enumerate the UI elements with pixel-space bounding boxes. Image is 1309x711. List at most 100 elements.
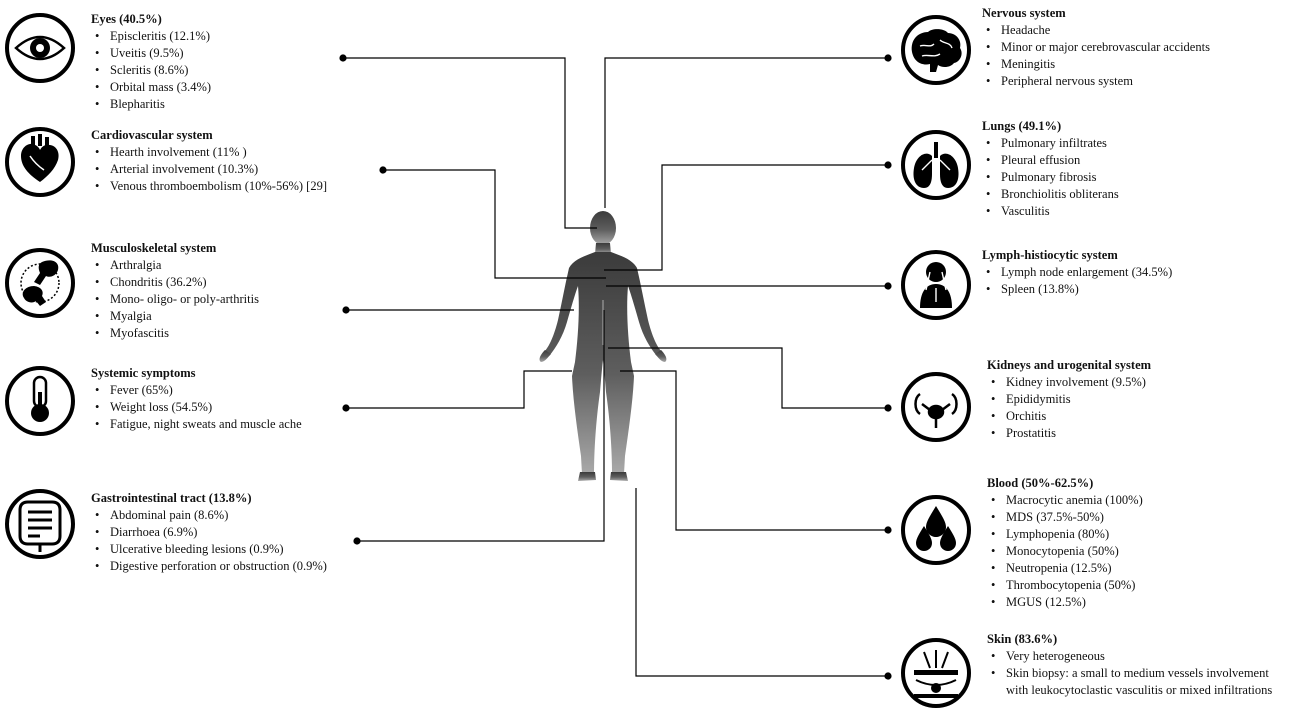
list-item: Arterial involvement (10.3%) — [91, 161, 327, 178]
lungs-block: Lungs (49.1%) Pulmonary infiltratesPleur… — [982, 118, 1119, 220]
list-item: Epididymitis — [987, 391, 1151, 408]
list-item: Venous thromboembolism (10%-56%) [29] — [91, 178, 327, 195]
lungs-title: Lungs (49.1%) — [982, 119, 1062, 133]
urogenital-icon — [914, 392, 958, 428]
list-item: Chondritis (36.2%) — [91, 274, 259, 291]
list-item: Arthralgia — [91, 257, 259, 274]
icon-circles — [5, 13, 971, 708]
list-item: Episcleritis (12.1%) — [91, 28, 211, 45]
skin-list: Very heterogeneousSkin biopsy: a small t… — [987, 648, 1272, 699]
intestine-icon — [18, 500, 62, 552]
gastrointestinal-title: Gastrointestinal tract (13.8%) — [91, 491, 252, 505]
list-item: Myalgia — [91, 308, 259, 325]
list-item: Very heterogeneous — [987, 648, 1272, 665]
connector-eyes — [343, 57, 597, 229]
musculoskeletal-list: ArthralgiaChondritis (36.2%)Mono- oligo-… — [91, 257, 259, 342]
list-item: Thrombocytopenia (50%) — [987, 577, 1143, 594]
blood-block: Blood (50%-62.5%) Macrocytic anemia (100… — [987, 475, 1143, 611]
blood-drops-icon — [916, 506, 956, 551]
list-item: Blepharitis — [91, 96, 211, 113]
list-item: MDS (37.5%-50%) — [987, 509, 1143, 526]
list-item: Headache — [982, 22, 1210, 39]
brain-icon — [911, 29, 962, 72]
cardiovascular-list: Hearth involvement (11% )Arterial involv… — [91, 144, 327, 195]
list-item: Neutropenia (12.5%) — [987, 560, 1143, 577]
eye-icon — [14, 35, 66, 61]
connector-skin — [635, 488, 888, 677]
cardiovascular-title: Cardiovascular system — [91, 128, 213, 142]
nervous-list: HeadacheMinor or major cerebrovascular a… — [982, 22, 1210, 90]
musculoskeletal-title: Musculoskeletal system — [91, 241, 217, 255]
gastrointestinal-block: Gastrointestinal tract (13.8%) Abdominal… — [91, 490, 327, 575]
thermometer-icon — [31, 375, 49, 422]
eyes-list: Episcleritis (12.1%)Uveitis (9.5%)Scleri… — [91, 28, 211, 113]
connector-kidneys — [608, 347, 888, 409]
list-item: Pulmonary infiltrates — [982, 135, 1119, 152]
skin-block: Skin (83.6%) Very heterogeneousSkin biop… — [987, 631, 1272, 699]
kidneys-block: Kidneys and urogenital system Kidney inv… — [987, 357, 1151, 442]
systemic-title: Systemic symptoms — [91, 366, 196, 380]
lymph-block: Lymph-histiocytic system Lymph node enla… — [982, 247, 1172, 298]
connector-blood — [620, 370, 888, 531]
skin-title: Skin (83.6%) — [987, 632, 1058, 646]
eyes-title: Eyes (40.5%) — [91, 12, 162, 26]
list-item: Fever (65%) — [91, 382, 302, 399]
list-item: Hearth involvement (11% ) — [91, 144, 327, 161]
list-item: Uveitis (9.5%) — [91, 45, 211, 62]
list-item: Digestive perforation or obstruction (0.… — [91, 558, 327, 575]
list-item: Monocytopenia (50%) — [987, 543, 1143, 560]
list-item: Skin biopsy: a small to medium vessels i… — [987, 665, 1272, 699]
lymph-title: Lymph-histiocytic system — [982, 248, 1118, 262]
list-item: Fatigue, night sweats and muscle ache — [91, 416, 302, 433]
list-item: Macrocytic anemia (100%) — [987, 492, 1143, 509]
list-item: Abdominal pain (8.6%) — [91, 507, 327, 524]
lungs-icon — [913, 142, 959, 188]
list-item: Mono- oligo- or poly-arthritis — [91, 291, 259, 308]
lymph-list: Lymph node enlargement (34.5%)Spleen (13… — [982, 264, 1172, 298]
cardiovascular-block: Cardiovascular system Hearth involvement… — [91, 127, 327, 195]
list-item: Lymphopenia (80%) — [987, 526, 1143, 543]
list-item: Orchitis — [987, 408, 1151, 425]
list-item: Meningitis — [982, 56, 1210, 73]
list-item: Prostatitis — [987, 425, 1151, 442]
list-item: Diarrhoea (6.9%) — [91, 524, 327, 541]
musculoskeletal-block: Musculoskeletal system ArthralgiaChondri… — [91, 240, 259, 342]
connector-dots — [339, 54, 892, 680]
list-item: Vasculitis — [982, 203, 1119, 220]
list-item: Peripheral nervous system — [982, 73, 1210, 90]
list-item: Bronchiolitis obliterans — [982, 186, 1119, 203]
systemic-block: Systemic symptoms Fever (65%)Weight loss… — [91, 365, 302, 433]
list-item: Spleen (13.8%) — [982, 281, 1172, 298]
human-body-silhouette — [539, 211, 667, 481]
kidneys-list: Kidney involvement (9.5%)EpididymitisOrc… — [987, 374, 1151, 442]
lymph-node-icon — [920, 262, 952, 308]
blood-list: Macrocytic anemia (100%)MDS (37.5%-50%)L… — [987, 492, 1143, 611]
systemic-list: Fever (65%)Weight loss (54.5%)Fatigue, n… — [91, 382, 302, 433]
list-item: Scleritis (8.6%) — [91, 62, 211, 79]
list-item: Weight loss (54.5%) — [91, 399, 302, 416]
nervous-title: Nervous system — [982, 6, 1066, 20]
list-item: Kidney involvement (9.5%) — [987, 374, 1151, 391]
connector-lines — [343, 57, 888, 677]
connector-gastrointestinal — [357, 310, 605, 542]
heart-icon — [21, 134, 59, 182]
eyes-block: Eyes (40.5%) Episcleritis (12.1%)Uveitis… — [91, 11, 211, 113]
list-item: Orbital mass (3.4%) — [91, 79, 211, 96]
connector-cardiovascular — [383, 169, 606, 279]
kidneys-title: Kidneys and urogenital system — [987, 358, 1152, 372]
connector-nervous — [604, 57, 888, 208]
skin-icon — [914, 650, 958, 698]
list-item: Pulmonary fibrosis — [982, 169, 1119, 186]
list-item: MGUS (12.5%) — [987, 594, 1143, 611]
nervous-block: Nervous system HeadacheMinor or major ce… — [982, 5, 1210, 90]
joint-icon — [20, 260, 60, 306]
list-item: Pleural effusion — [982, 152, 1119, 169]
blood-title: Blood (50%-62.5%) — [987, 476, 1094, 490]
lungs-list: Pulmonary infiltratesPleural effusionPul… — [982, 135, 1119, 220]
list-item: Myofascitis — [91, 325, 259, 342]
gastrointestinal-list: Abdominal pain (8.6%)Diarrhoea (6.9%)Ulc… — [91, 507, 327, 575]
connector-lungs — [604, 164, 888, 271]
list-item: Ulcerative bleeding lesions (0.9%) — [91, 541, 327, 558]
connector-systemic — [346, 370, 572, 409]
